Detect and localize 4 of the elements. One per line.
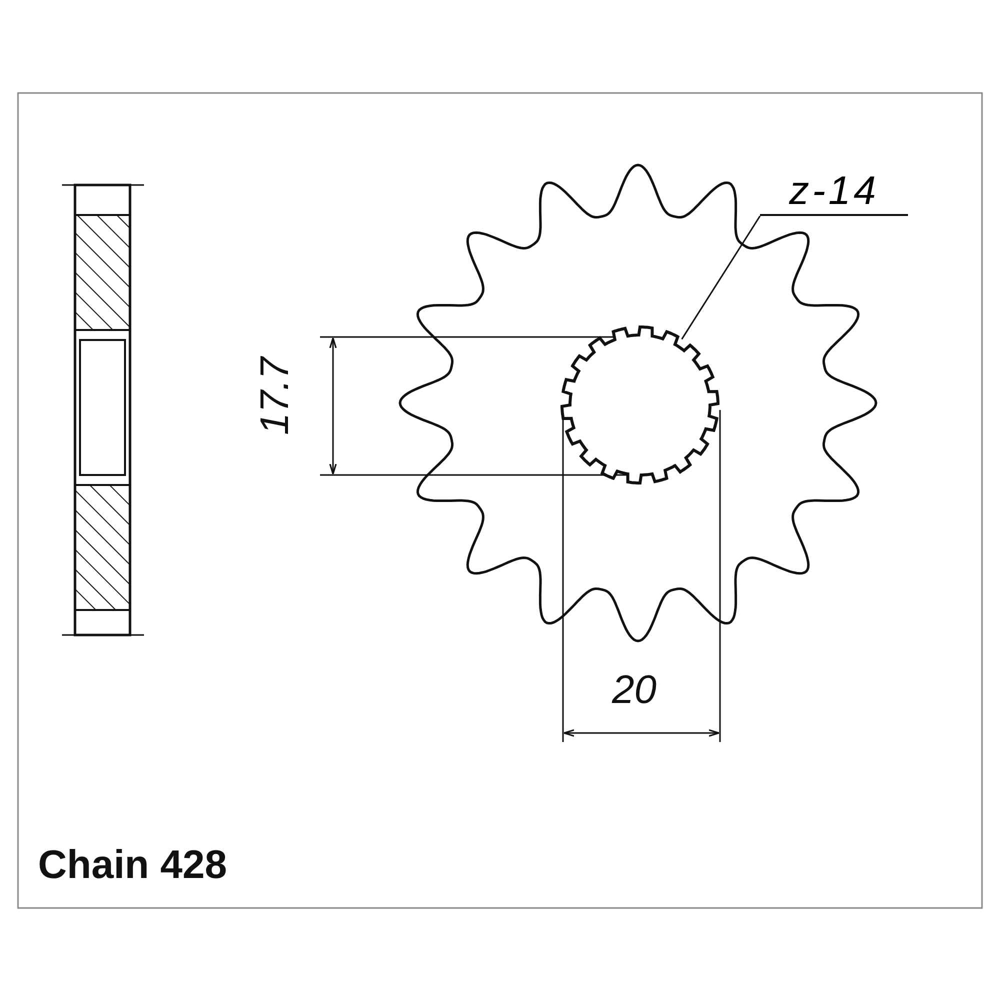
- dimension-value: 17.7: [253, 357, 298, 435]
- part-callout: z-14: [760, 168, 908, 216]
- chain-size-label: Chain 428: [38, 843, 227, 888]
- dimension-value: 20: [612, 668, 656, 713]
